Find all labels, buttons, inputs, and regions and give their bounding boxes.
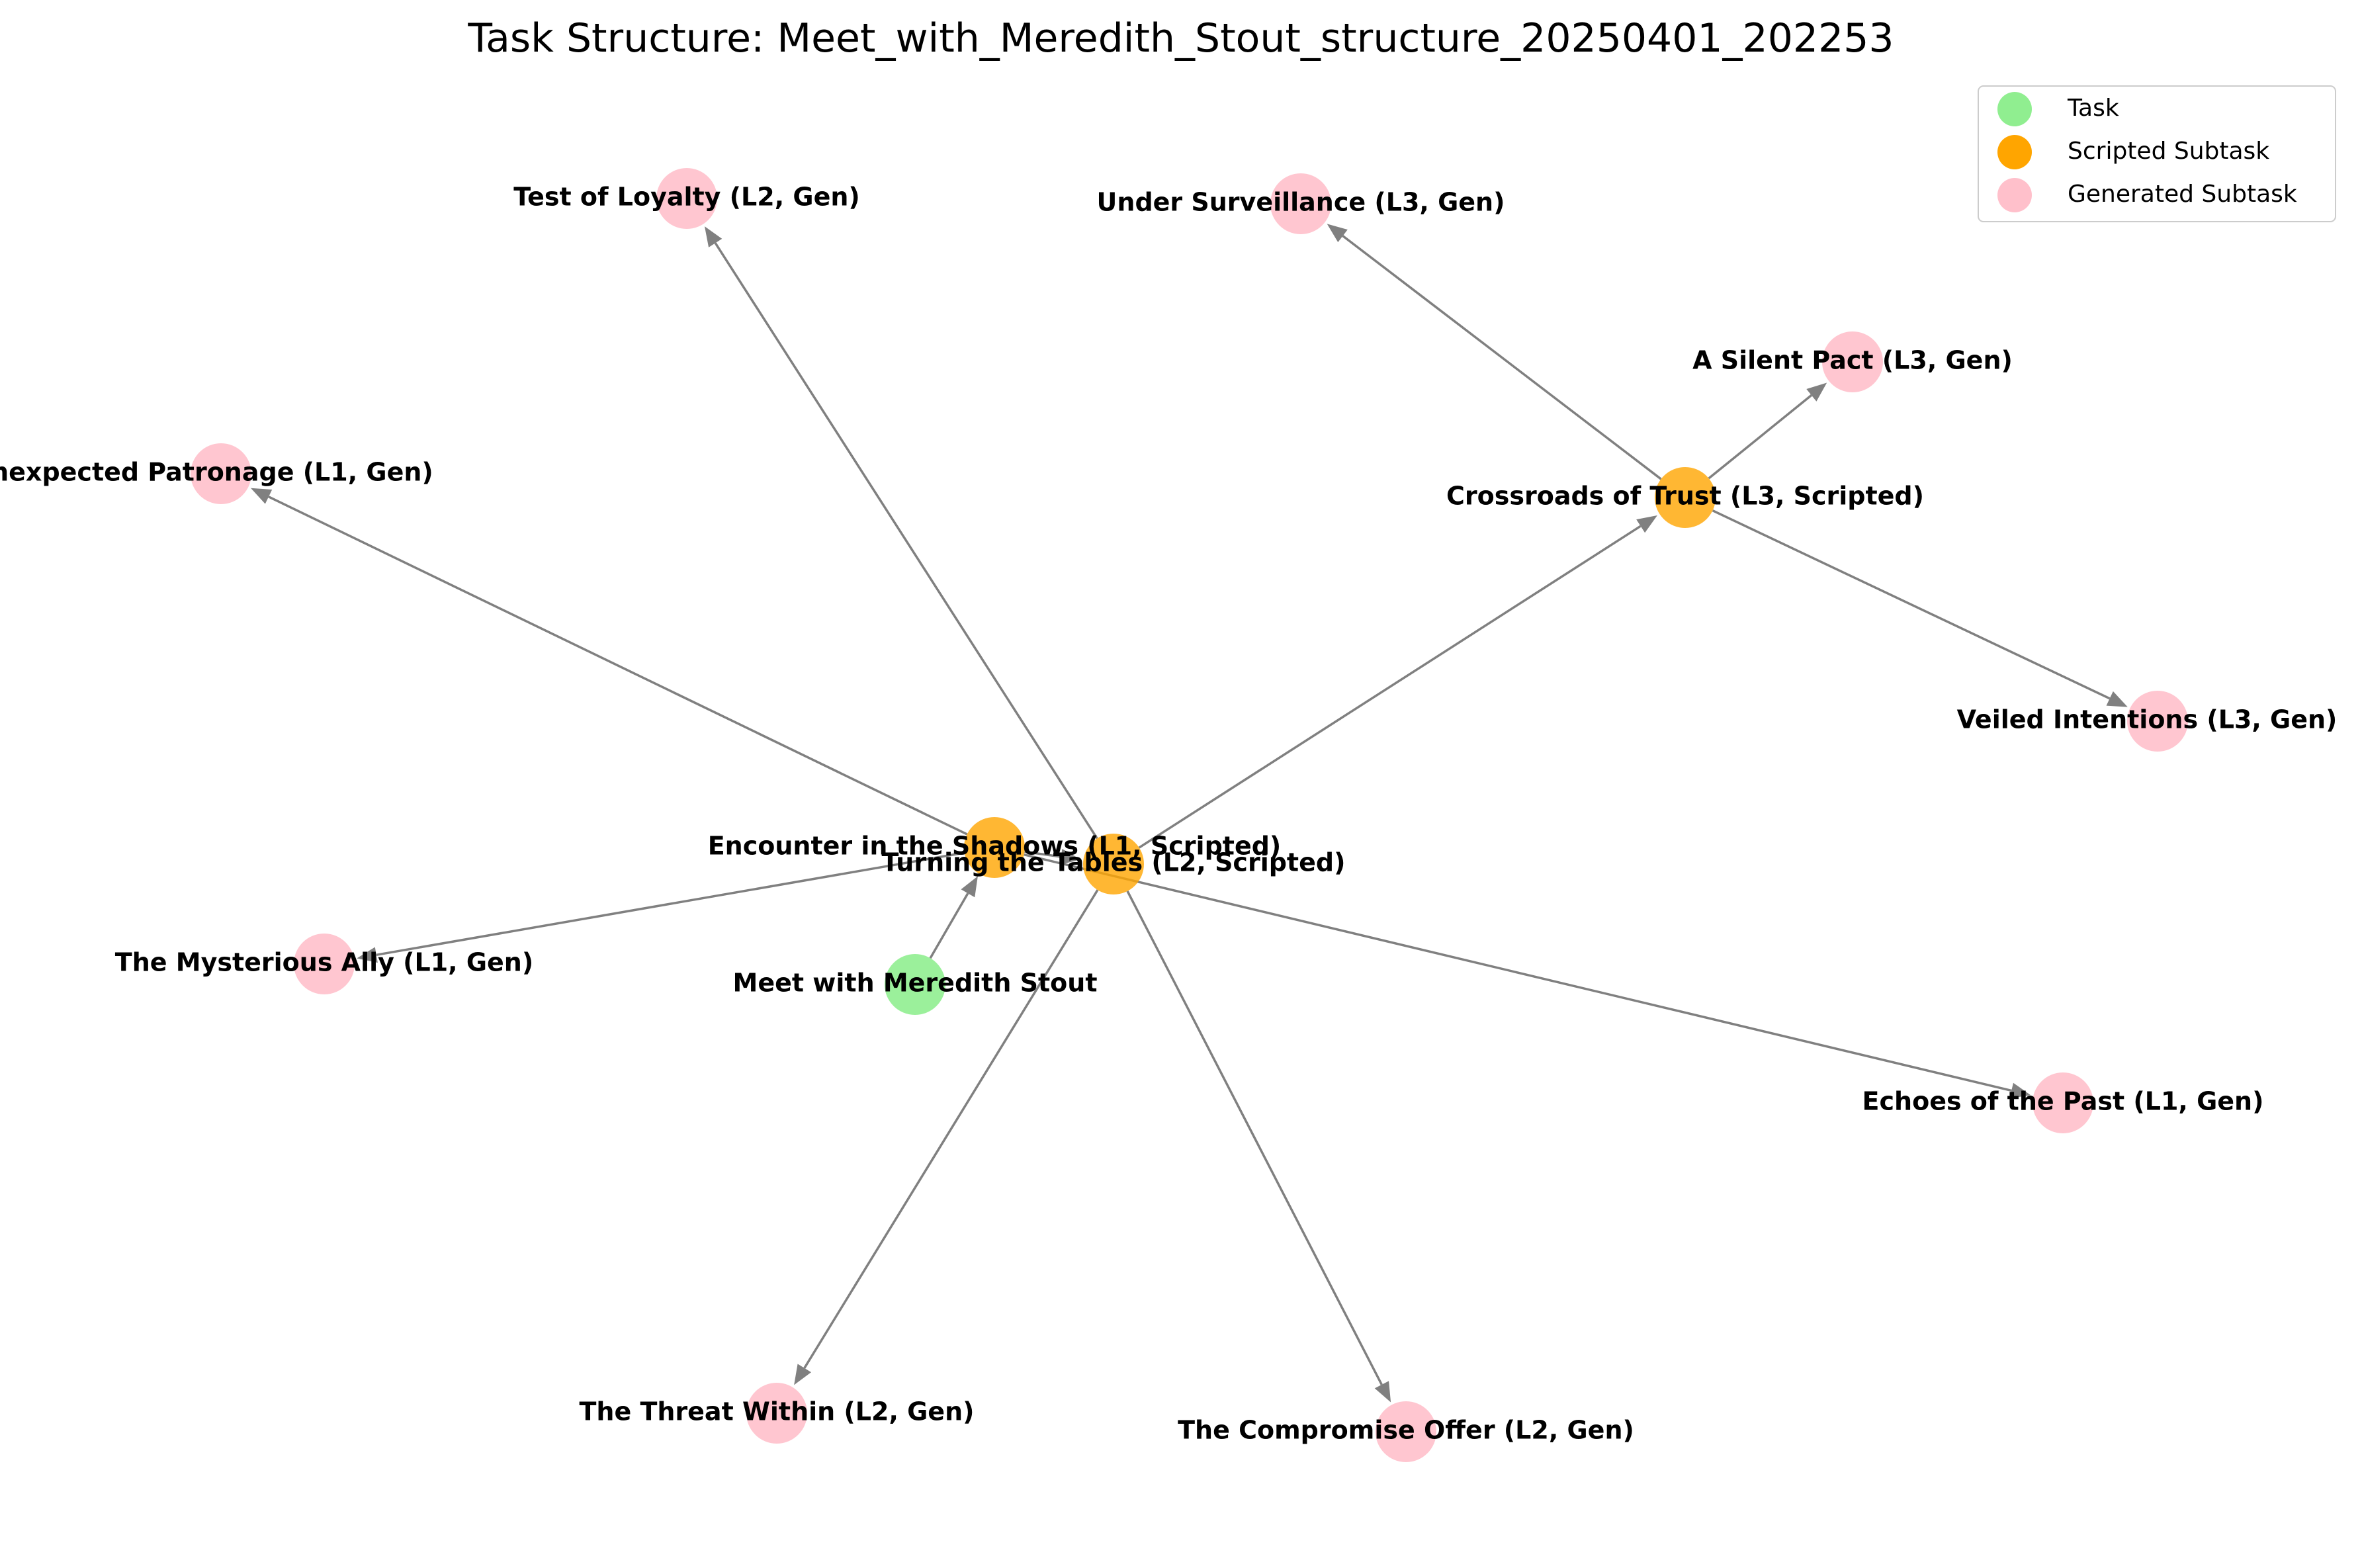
- node-label-turning: Turning the Tables (L2, Scripted): [882, 848, 1346, 877]
- edge-crossroads-to-veiled: [1712, 509, 2111, 700]
- edge-encounter-to-turning: [1024, 850, 1062, 858]
- edge-encounter-to-patronage: [268, 496, 968, 836]
- edge-meet-to-encounter: [929, 893, 969, 959]
- legend-marker-task: [1997, 92, 2032, 126]
- arrowhead-encounter-to-echoes: [2009, 1082, 2031, 1099]
- node-veiled: [2127, 691, 2188, 752]
- edge-turning-to-compromise: [1126, 891, 1383, 1385]
- edge-encounter-to-echoes: [1024, 853, 2012, 1092]
- node-threat: [746, 1383, 807, 1444]
- arrowhead-encounter-to-patronage: [251, 488, 273, 504]
- node-label-threat: The Threat Within (L2, Gen): [579, 1397, 974, 1426]
- diagram-title: Task Structure: Meet_with_Meredith_Stout…: [467, 15, 1894, 62]
- node-meet: [885, 954, 945, 1015]
- node-crossroads: [1655, 467, 1716, 528]
- arrowhead-meet-to-encounter: [961, 876, 978, 898]
- arrowhead-turning-to-loyalty: [704, 226, 722, 247]
- arrowhead-crossroads-to-surveillance: [1327, 224, 1348, 243]
- edge-crossroads-to-surveillance: [1342, 235, 1662, 480]
- legend-frame: [1978, 85, 2336, 222]
- node-label-loyalty: Test of Loyalty (L2, Gen): [513, 183, 860, 212]
- node-patronage: [191, 443, 251, 504]
- node-label-compromise: The Compromise Offer (L2, Gen): [1178, 1416, 1634, 1445]
- node-turning: [1083, 834, 1144, 894]
- edge-turning-to-loyalty: [714, 242, 1098, 840]
- legend-label-task: Task: [2067, 95, 2119, 122]
- arrowhead-turning-to-threat: [794, 1364, 812, 1385]
- edge-encounter-to-ally: [376, 851, 965, 957]
- arrowhead-turning-to-crossroads: [1636, 515, 1657, 533]
- arrowhead-turning-to-compromise: [1374, 1381, 1391, 1403]
- arrowhead-encounter-to-ally: [357, 947, 378, 963]
- node-compromise: [1376, 1401, 1436, 1462]
- edge-turning-to-crossroads: [1138, 525, 1641, 849]
- node-label-meet: Meet with Meredith Stout: [733, 969, 1098, 998]
- legend-label-generated: Generated Subtask: [2068, 181, 2297, 208]
- node-label-encounter: Encounter in the Shadows (L1, Scripted): [708, 832, 1282, 861]
- node-surveillance: [1270, 173, 1331, 234]
- node-label-surveillance: Under Surveillance (L3, Gen): [1097, 188, 1505, 217]
- arrowhead-crossroads-to-pact: [1806, 382, 1827, 402]
- node-ally: [294, 934, 355, 994]
- node-encounter: [964, 817, 1025, 878]
- node-label-patronage: Unexpected Patronage (L1, Gen): [0, 458, 433, 487]
- edge-turning-to-threat: [803, 889, 1099, 1369]
- edge-crossroads-to-pact: [1708, 394, 1812, 480]
- node-label-ally: The Mysterious Ally (L1, Gen): [115, 948, 533, 977]
- nodes-layer: [191, 168, 2188, 1462]
- arrowhead-encounter-to-turning: [1060, 849, 1081, 865]
- legend-marker-scripted: [1997, 135, 2032, 169]
- legend-label-scripted: Scripted Subtask: [2068, 138, 2269, 165]
- node-label-crossroads: Crossroads of Trust (L3, Scripted): [1446, 482, 1924, 511]
- node-echoes: [2033, 1072, 2093, 1133]
- arrowhead-crossroads-to-veiled: [2106, 691, 2128, 707]
- labels-layer: Meet with Meredith Stout Encounter in the…: [0, 183, 2337, 1445]
- legend-marker-generated: [1997, 178, 2032, 212]
- node-loyalty: [656, 168, 717, 229]
- node-label-veiled: Veiled Intentions (L3, Gen): [1957, 705, 2338, 734]
- node-pact: [1822, 331, 1883, 392]
- node-label-echoes: Echoes of the Past (L1, Gen): [1862, 1087, 2264, 1116]
- node-label-pact: A Silent Pact (L3, Gen): [1692, 346, 2013, 375]
- edges-layer: [251, 224, 2128, 1403]
